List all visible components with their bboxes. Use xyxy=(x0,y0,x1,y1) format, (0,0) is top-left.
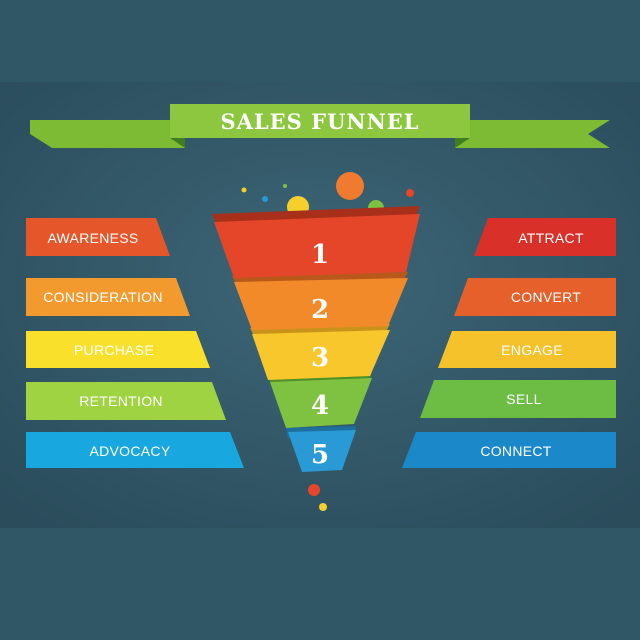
right-labels: ATTRACT CONVERT ENGAGE SELL CONNECT xyxy=(402,218,616,468)
left-label-awareness: AWARENESS xyxy=(47,230,138,246)
funnel-number-3: 3 xyxy=(311,343,329,373)
funnel-number-1: 1 xyxy=(311,240,329,270)
left-tab-consideration xyxy=(26,278,190,316)
left-tab-awareness xyxy=(26,218,170,256)
right-tab-attract xyxy=(474,218,616,256)
funnel-layer-2-front xyxy=(234,278,408,330)
right-tab-engage xyxy=(438,331,616,368)
banner-main xyxy=(170,104,470,138)
funnel-layer-2: 2 xyxy=(232,272,408,330)
ball-blue-small xyxy=(262,196,268,202)
funnel: 5 4 3 2 1 xyxy=(212,206,420,472)
funnel-number-2: 2 xyxy=(311,295,329,325)
left-label-purchase: PURCHASE xyxy=(74,342,154,358)
right-label-engage: ENGAGE xyxy=(501,342,563,358)
banner-right-tail xyxy=(455,120,610,148)
right-label-connect: CONNECT xyxy=(480,443,551,459)
left-tab-retention xyxy=(26,382,226,420)
title-banner: SALES FUNNEL xyxy=(30,104,610,148)
funnel-layer-1: 1 xyxy=(212,206,420,278)
banner-left-tail xyxy=(30,120,185,148)
right-label-attract: ATTRACT xyxy=(518,230,584,246)
banner-left-fold xyxy=(170,138,185,148)
left-tab-advocacy xyxy=(26,432,244,468)
banner-right-fold xyxy=(455,138,470,148)
drop-yellow xyxy=(319,503,327,511)
right-label-convert: CONVERT xyxy=(511,289,581,305)
left-labels: AWARENESS CONSIDERATION PURCHASE RETENTI… xyxy=(26,218,244,468)
right-label-sell: SELL xyxy=(506,391,541,407)
ball-yellow-tiny xyxy=(241,187,247,193)
right-tab-connect xyxy=(402,432,616,468)
left-label-consideration: CONSIDERATION xyxy=(43,289,163,305)
ball-orange-large xyxy=(336,172,364,200)
funnel-layer-5: 5 xyxy=(286,426,356,472)
right-tab-sell xyxy=(420,380,616,418)
funnel-layer-3: 3 xyxy=(250,324,390,380)
right-tab-convert xyxy=(454,278,616,316)
left-tab-purchase xyxy=(26,331,210,368)
ball-red-small xyxy=(406,189,414,197)
funnel-title: SALES FUNNEL xyxy=(220,109,419,134)
left-label-advocacy: ADVOCACY xyxy=(90,443,171,459)
funnel-layer-4-front xyxy=(270,378,372,428)
funnel-drops xyxy=(308,484,327,511)
funnel-number-5: 5 xyxy=(311,440,329,470)
funnel-layer-3-front xyxy=(252,330,390,380)
ball-green-tiny xyxy=(283,184,287,188)
funnel-layer-4: 4 xyxy=(268,372,372,428)
funnel-layer-5-front xyxy=(288,430,356,472)
funnel-layer-1-front xyxy=(214,214,420,278)
funnel-number-4: 4 xyxy=(311,391,329,421)
drop-red xyxy=(308,484,320,496)
left-label-retention: RETENTION xyxy=(79,393,163,409)
